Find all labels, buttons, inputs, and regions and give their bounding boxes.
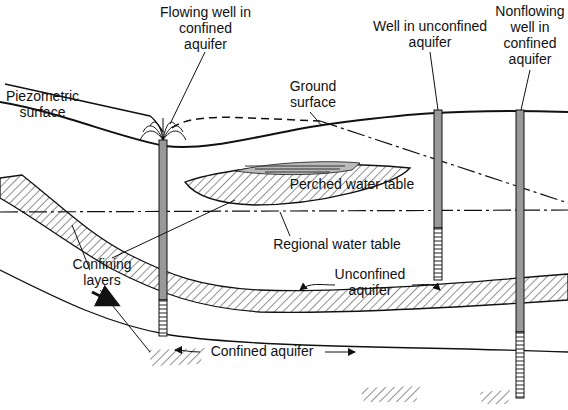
leader-lines <box>72 52 530 352</box>
callout-label: Confining layers <box>62 256 142 288</box>
callout-label: Flowing well in confined aquifer <box>158 4 253 52</box>
well-casing <box>434 110 442 228</box>
well-screen <box>159 300 167 336</box>
well-casing <box>516 110 524 332</box>
callout-label: Nonflowing well in confined aquifer <box>490 3 568 67</box>
well-casing <box>159 140 167 300</box>
bedrock-patches <box>148 348 510 404</box>
well-screen <box>434 228 442 280</box>
callout-label: Confined aquifer <box>197 343 327 359</box>
well-screen <box>516 332 524 398</box>
callout-label: Perched water table <box>282 176 422 192</box>
flow-arrow <box>92 292 118 305</box>
callout-label: Regional water table <box>262 236 412 252</box>
callout-label: Ground surface <box>282 78 344 110</box>
callout-label: Unconfined aquifer <box>325 266 415 298</box>
callout-label: Well in unconfined aquifer <box>365 18 495 50</box>
confining-band <box>0 175 568 312</box>
ground-line <box>0 102 568 147</box>
callout-label: Piezometric surface <box>0 88 85 120</box>
perched-water <box>235 162 360 175</box>
water-lines <box>245 166 345 172</box>
water-table-line <box>0 210 568 212</box>
fountain <box>140 118 186 140</box>
piezometric-line <box>172 117 320 128</box>
